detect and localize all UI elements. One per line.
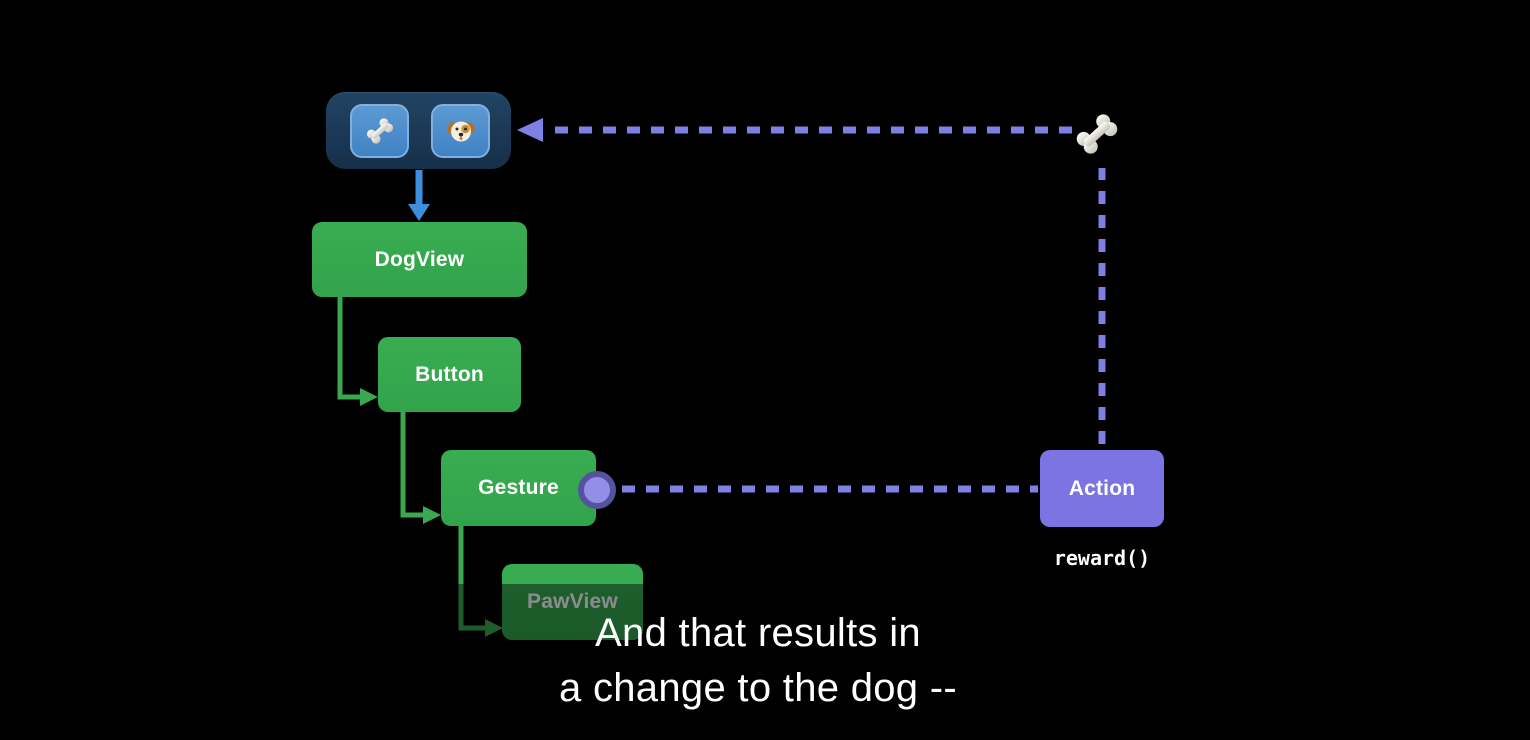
state-tile-dog (431, 104, 490, 158)
bone-icon (364, 116, 395, 146)
caption-line-2: a change to the dog -- (559, 666, 957, 710)
node-pawview-label: PawView (527, 590, 618, 613)
state-tile-bone (350, 104, 409, 158)
gesture-to-pawview-connector (458, 523, 503, 637)
node-button-label: Button (415, 362, 484, 386)
state-to-dogview-arrow (408, 170, 430, 221)
caption: And that results in a change to the dog … (0, 606, 1516, 716)
caption-line-1: And that results in (595, 611, 921, 655)
dogview-to-button-connector (337, 294, 378, 406)
reward-code-label: reward() (1053, 546, 1151, 570)
node-gesture-label: Gesture (478, 476, 559, 499)
node-pawview: PawView (502, 564, 643, 640)
bone-icon (1073, 111, 1121, 157)
dog-face-icon (444, 120, 477, 142)
dog-state-panel (326, 92, 511, 169)
node-action-label: Action (1068, 476, 1136, 500)
node-button: Button (378, 337, 521, 412)
node-dogview: DogView (312, 222, 527, 297)
button-to-gesture-connector (400, 409, 441, 524)
caption-dim-overlay (0, 584, 1530, 740)
bone-to-state-dashed-arrow (517, 118, 1072, 142)
node-action: Action (1040, 450, 1164, 527)
gesture-output-port (578, 471, 616, 509)
node-dogview-label: DogView (374, 247, 465, 271)
node-gesture: Gesture (441, 450, 596, 526)
